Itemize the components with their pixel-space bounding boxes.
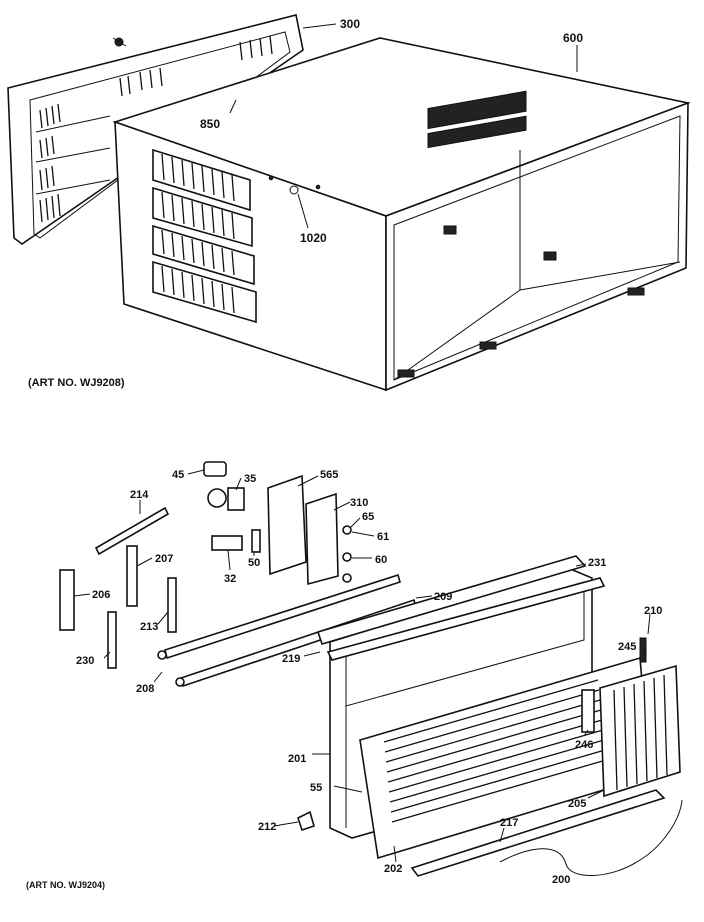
control-parts xyxy=(59,461,417,688)
callout-65: 65 xyxy=(362,511,374,523)
callout-600: 600 xyxy=(563,31,583,45)
callout-213: 213 xyxy=(140,621,158,633)
outer-cabinet xyxy=(112,37,691,392)
callout-200: 200 xyxy=(552,874,570,886)
callout-207: 207 xyxy=(155,553,173,565)
group-bracket-200 xyxy=(499,799,683,876)
callout-201: 201 xyxy=(288,753,306,765)
callout-32: 32 xyxy=(224,573,236,585)
callout-35: 35 xyxy=(244,473,256,485)
callout-245: 245 xyxy=(618,641,636,653)
callout-231: 231 xyxy=(588,557,606,569)
callout-208: 208 xyxy=(136,683,154,695)
callout-209: 209 xyxy=(434,591,452,603)
callout-212: 212 xyxy=(258,821,276,833)
callout-61: 61 xyxy=(377,531,389,543)
callout-850: 850 xyxy=(200,117,220,131)
callout-50: 50 xyxy=(248,557,260,569)
front-assembly xyxy=(297,555,681,877)
callout-300: 300 xyxy=(340,17,360,31)
art-number-bottom: (ART NO. WJ9204) xyxy=(26,880,105,890)
callout-55: 55 xyxy=(310,782,322,794)
callout-219: 219 xyxy=(282,653,300,665)
callout-230: 230 xyxy=(76,655,94,667)
callout-202: 202 xyxy=(384,863,402,875)
callout-310: 310 xyxy=(350,497,368,509)
callout-206: 206 xyxy=(92,589,110,601)
callout-565: 565 xyxy=(320,469,338,481)
callout-210: 210 xyxy=(644,605,662,617)
callout-217: 217 xyxy=(500,817,518,829)
art-number-top: (ART NO. WJ9208) xyxy=(28,377,125,389)
callout-246: 246 xyxy=(575,739,593,751)
callout-214: 214 xyxy=(130,489,149,501)
callout-205: 205 xyxy=(568,798,586,810)
leader-lines-top xyxy=(229,23,578,229)
callout-60: 60 xyxy=(375,554,387,566)
callout-1020: 1020 xyxy=(300,231,327,245)
leader-lines-bottom xyxy=(73,469,651,863)
callout-45: 45 xyxy=(172,469,184,481)
